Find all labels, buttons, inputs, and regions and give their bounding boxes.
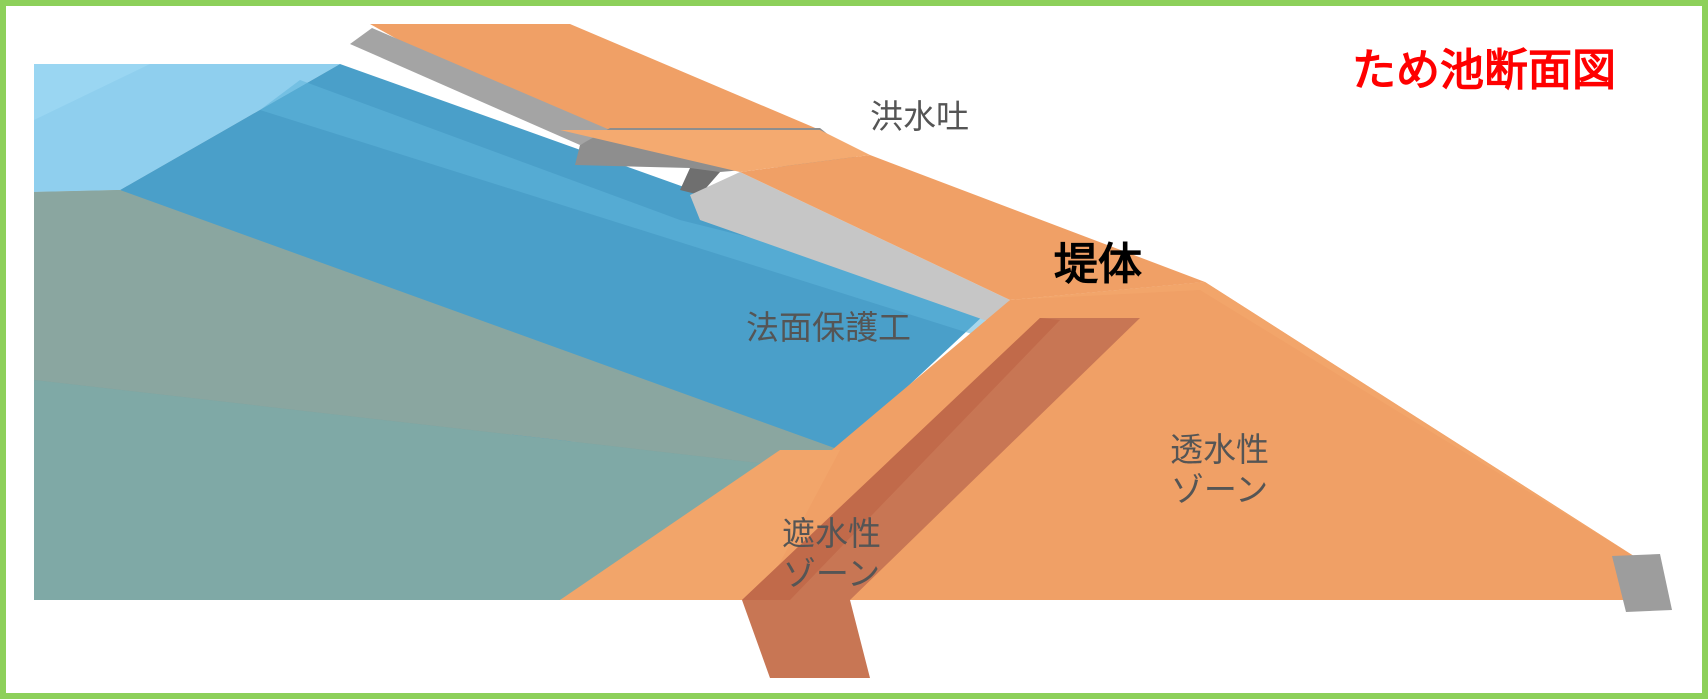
slope-protection-top-strip (350, 28, 610, 145)
embankment-upper (740, 155, 1205, 300)
reservoir-water-surface (34, 64, 150, 120)
toe-drain (1612, 554, 1672, 612)
impermeable-core-face (742, 318, 1060, 600)
impermeable-core (742, 318, 1140, 678)
impermeable-zone-label-line1: 遮水性 (782, 514, 881, 553)
spillway-label: 洪水吐 (870, 97, 969, 136)
slope-protection-band (260, 80, 1000, 335)
slope-protection-label: 法面保護工 (746, 308, 911, 347)
embankment-crest-far (370, 24, 820, 130)
spillway-wall (690, 172, 1010, 322)
upstream-slope-shadow (34, 380, 820, 600)
embankment-base (560, 450, 840, 600)
permeable-zone-label: 透水性 ゾーン (1170, 430, 1269, 510)
embankment-label: 堤体 (1054, 239, 1142, 290)
spillway-channel (680, 168, 720, 195)
permeable-zone-label-line1: 透水性 (1170, 430, 1269, 469)
reservoir-water-back (34, 64, 340, 192)
impermeable-zone-label: 遮水性 ゾーン (782, 514, 881, 594)
impermeable-zone-label-line2: ゾーン (782, 554, 881, 593)
upstream-slope-lining-top (34, 190, 840, 470)
permeable-zone-label-line2: ゾーン (1170, 470, 1269, 509)
diagram-title: ため池断面図 (1352, 45, 1616, 96)
embankment-crest-face (560, 130, 870, 172)
slope-protection-water (120, 64, 1000, 450)
